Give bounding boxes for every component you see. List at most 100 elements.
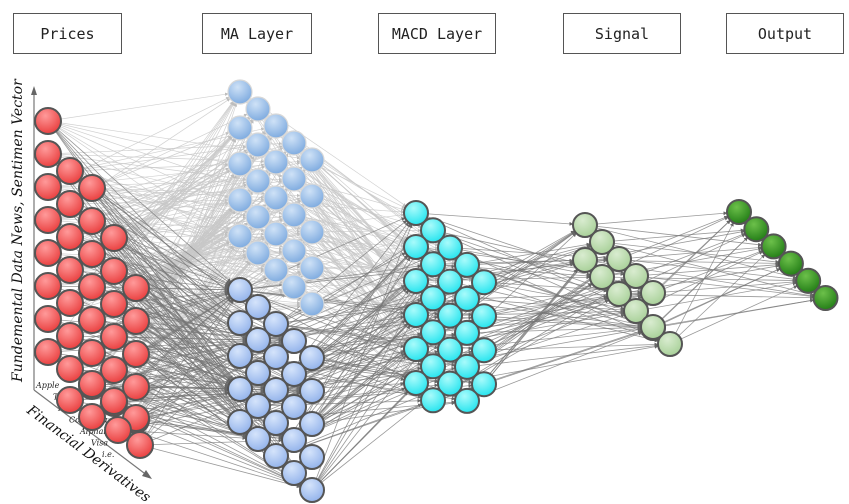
node-prices: [34, 140, 62, 168]
node-prices: [78, 207, 106, 235]
node-prices: [56, 322, 84, 350]
node-prices: [100, 257, 128, 285]
edge-faded: [91, 132, 230, 189]
node-signal: [640, 280, 666, 306]
node-prices: [34, 338, 62, 366]
node-ma-upper: [227, 187, 253, 213]
edge-faded: [47, 92, 229, 122]
node-signal: [606, 281, 632, 307]
edge: [652, 237, 748, 328]
node-prices: [34, 305, 62, 333]
edge: [652, 298, 815, 328]
node-macd: [471, 371, 497, 398]
node-prices: [78, 306, 106, 334]
node-signal: [640, 314, 666, 340]
header-prices: Prices: [13, 13, 122, 54]
node-prices: [104, 416, 132, 444]
node-ma-upper: [263, 221, 289, 247]
edge: [311, 354, 440, 425]
edge-faded: [113, 135, 232, 239]
node-ma-upper: [227, 115, 253, 141]
node-macd: [420, 319, 446, 346]
header-ma-layer-label: MA Layer: [220, 24, 294, 43]
node-prices: [56, 190, 84, 218]
edge: [483, 265, 610, 351]
node-macd: [454, 319, 480, 346]
node-macd: [454, 387, 480, 414]
edge: [311, 324, 411, 491]
node-ma-upper: [299, 183, 325, 209]
node-ma-upper: [227, 79, 253, 105]
node-output: [743, 216, 770, 243]
edge: [618, 215, 729, 260]
node-ma-lower: [245, 294, 271, 320]
edge: [139, 299, 234, 446]
node-prices: [34, 173, 62, 201]
node-ma-upper: [281, 274, 307, 300]
node-macd: [437, 336, 463, 363]
node-macd: [471, 303, 497, 330]
edge: [601, 228, 745, 243]
edge: [635, 232, 746, 277]
edge: [635, 281, 797, 312]
node-ma-upper: [245, 168, 271, 194]
edge-faded: [69, 198, 229, 205]
edge: [618, 258, 797, 282]
header-signal-label: Signal: [594, 24, 650, 43]
node-signal: [572, 247, 598, 273]
header-ma-layer: MA Layer: [202, 13, 312, 54]
node-prices: [100, 224, 128, 252]
node-ma-lower: [227, 343, 253, 369]
node-ma-lower: [299, 411, 325, 437]
node-ma-upper: [245, 204, 271, 230]
node-ma-lower: [263, 344, 289, 370]
edge-faded: [47, 141, 283, 155]
edge: [91, 383, 229, 391]
edge-faded: [311, 228, 422, 233]
edge: [601, 241, 780, 264]
node-ma-upper: [227, 151, 253, 177]
node-ma-upper: [245, 240, 271, 266]
edge: [275, 381, 405, 391]
node-prices: [78, 273, 106, 301]
edge: [69, 335, 247, 342]
vertical-axis-label: Fundemental Data News, Sentimen Vector: [10, 78, 26, 383]
edge: [415, 212, 574, 226]
node-prices: [56, 157, 84, 185]
edge: [669, 222, 734, 345]
node-ma-upper: [227, 223, 253, 249]
node-macd: [437, 302, 463, 329]
node-output: [760, 233, 787, 260]
node-ma-lower: [281, 361, 307, 387]
edge: [449, 247, 591, 277]
node-signal: [657, 331, 683, 357]
edge: [135, 417, 247, 439]
node-signal: [606, 246, 632, 272]
node-prices: [56, 386, 84, 414]
edge: [415, 212, 626, 307]
edge: [466, 325, 642, 334]
node-output: [795, 267, 822, 294]
node-ma-lower: [281, 328, 307, 354]
edge: [47, 120, 269, 382]
node-macd: [403, 370, 429, 396]
edge: [584, 211, 728, 226]
edge: [139, 393, 266, 446]
node-ma-lower: [227, 310, 253, 336]
node-prices: [100, 356, 128, 384]
node-ma-lower: [281, 427, 307, 453]
node-signal: [589, 229, 615, 255]
node-ma-lower: [227, 277, 253, 303]
edge: [635, 262, 780, 277]
node-macd: [437, 234, 463, 261]
node-prices: [122, 274, 150, 302]
edge-faded: [69, 208, 233, 401]
edge: [466, 242, 591, 266]
edge-faded: [311, 263, 422, 269]
edge: [135, 299, 233, 421]
edge-faded: [239, 199, 405, 245]
node-ma-upper: [281, 202, 307, 228]
edge-faded: [113, 226, 251, 402]
node-ma-upper: [263, 257, 289, 283]
